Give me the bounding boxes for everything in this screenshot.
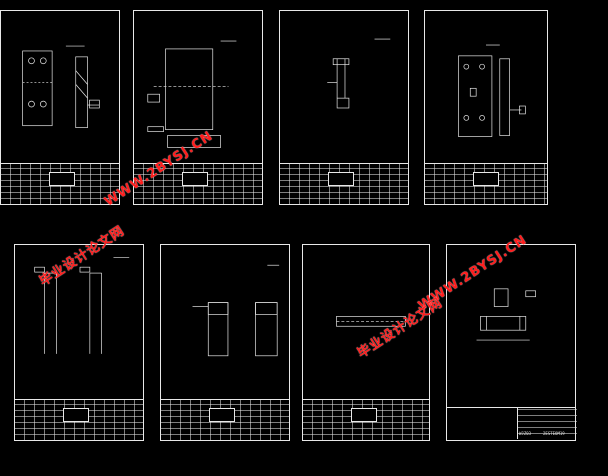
drawing-sheet-8[interactable]: WJZ03 2ESTEOM19 [446,244,577,441]
drawing-sheet-6[interactable] [160,244,290,441]
part-drawing-bracket-3 [327,38,391,109]
title-block [303,399,429,440]
part-drawing-rails-5 [34,256,130,354]
part-drawing-bar-7 [336,316,406,327]
drawing-sheet-4[interactable] [424,10,548,205]
drawing-sheet-1[interactable] [0,10,120,205]
drawing-number: WJZ03 [519,431,532,436]
title-block [134,163,262,204]
drawing-sheet-5[interactable] [14,244,144,441]
title-block: WJZ03 2ESTEOM19 [447,407,577,440]
drawing-sheet-2[interactable] [133,10,263,205]
part-drawing-blocks-6 [192,264,280,357]
title-block [1,163,119,204]
title-block [15,399,143,440]
drawing-sheet-7[interactable] [302,244,430,441]
part-drawing-plate-4 [458,44,526,137]
drawing-code: 2ESTEOM19 [543,431,565,436]
part-drawing-plate-1 [22,45,100,129]
drawing-sheet-3[interactable] [279,10,409,205]
title-block [280,163,408,204]
title-block [161,399,289,440]
part-drawing-fixture-8 [476,288,536,341]
part-drawing-block-2 [147,40,237,148]
title-block [425,163,547,204]
